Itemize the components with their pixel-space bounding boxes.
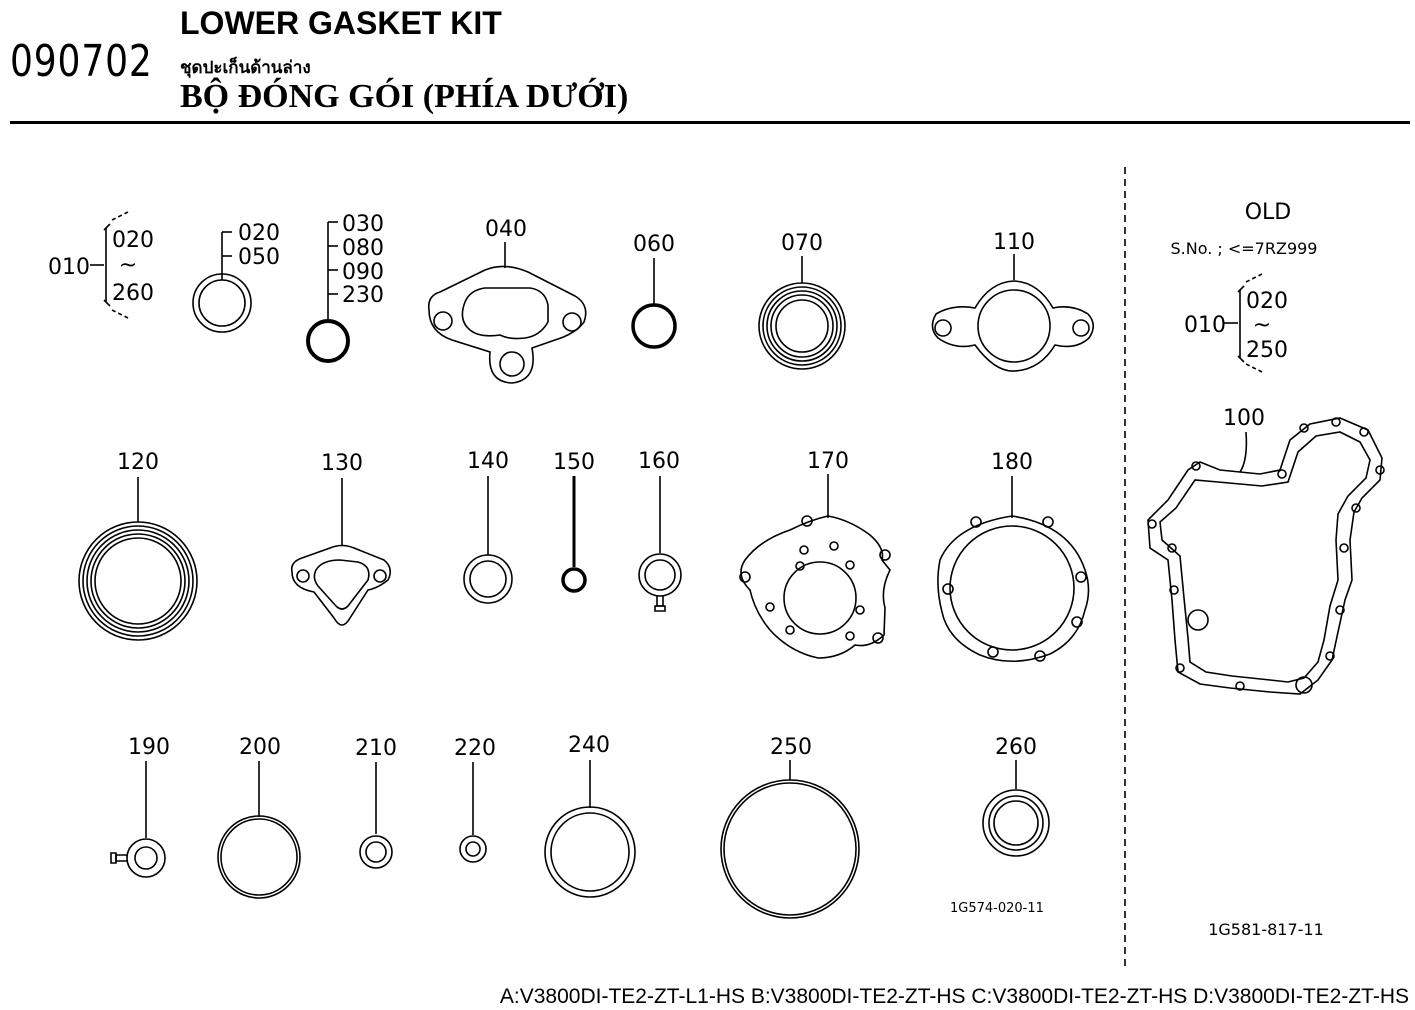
label-200: 200 — [239, 735, 281, 760]
part-210-ring — [359, 762, 393, 869]
drawing-code-main: 1G574-020-11 — [950, 901, 1044, 916]
label-060: 060 — [633, 232, 675, 257]
title-english: LOWER GASKET KIT — [180, 5, 502, 41]
part-220-ring — [459, 762, 487, 863]
label-180: 180 — [991, 450, 1033, 475]
drawing-code-old: 1G581-817-11 — [1208, 920, 1324, 939]
label-110: 110 — [993, 230, 1035, 255]
label-140: 140 — [467, 449, 509, 474]
part-030-oring — [306, 221, 350, 363]
part-130-gasket — [290, 478, 392, 626]
label-250: 250 — [770, 735, 812, 760]
part-060-oring — [631, 258, 677, 349]
old-title: OLD — [1245, 200, 1292, 225]
part-100-oilpan-gasket — [1147, 417, 1385, 695]
part-250-ring — [720, 760, 860, 919]
old-label-010-to: 250 — [1246, 338, 1288, 363]
label-010-from: 020 — [112, 228, 154, 253]
old-label-010-from: 020 — [1246, 289, 1288, 314]
part-070-seal — [758, 256, 846, 370]
part-160-tabring — [638, 476, 682, 612]
part-150-oring — [561, 476, 587, 593]
title-vietnamese: BỘ ĐÓNG GÓI (PHÍA DƯỚI) — [180, 78, 629, 115]
part-170-gasket — [739, 474, 891, 659]
part-120-seal — [78, 477, 198, 641]
title-thai: ชุดปะเก็นด้านล่าง — [180, 58, 311, 78]
part-200-ring — [217, 761, 301, 899]
part-020-050-ring — [192, 231, 252, 333]
label-150: 150 — [553, 450, 595, 475]
old-label-100: 100 — [1223, 406, 1265, 431]
label-070: 070 — [781, 231, 823, 256]
part-040-gasket — [427, 242, 587, 384]
label-030: 030 — [342, 212, 384, 237]
label-190: 190 — [128, 735, 170, 760]
label-240: 240 — [568, 733, 610, 758]
label-020: 020 — [238, 221, 280, 246]
part-180-gasket — [937, 476, 1090, 663]
label-010-to: 260 — [112, 281, 154, 306]
label-090: 090 — [342, 260, 384, 285]
label-120: 120 — [117, 450, 159, 475]
old-label-010: 010 — [1184, 313, 1226, 338]
old-010-bracket — [1224, 273, 1263, 373]
label-130: 130 — [321, 451, 363, 476]
old-label-010-tilde: ~ — [1253, 313, 1271, 338]
label-080: 080 — [342, 236, 384, 261]
label-160: 160 — [638, 449, 680, 474]
label-050: 050 — [238, 245, 280, 270]
old-serial: S.No. ; <=7RZ999 — [1171, 239, 1318, 258]
label-220: 220 — [454, 736, 496, 761]
part-240-ring — [544, 760, 636, 898]
label-260: 260 — [995, 735, 1037, 760]
label-230: 230 — [342, 283, 384, 308]
model-list: A:V3800DI-TE2-ZT-L1-HS B:V3800DI-TE2-ZT-… — [499, 985, 1409, 1008]
label-040: 040 — [485, 217, 527, 242]
header-rule — [10, 121, 1410, 124]
label-210: 210 — [355, 736, 397, 761]
part-140-ring — [463, 476, 513, 604]
label-170: 170 — [807, 449, 849, 474]
label-010: 010 — [48, 255, 90, 280]
part-190-tabring — [110, 761, 166, 878]
section-code: 090702 — [10, 36, 153, 87]
part-010-bracket — [90, 211, 129, 319]
part-260-seal — [982, 760, 1050, 857]
label-010-tilde: ~ — [119, 253, 137, 278]
part-110-gasket — [931, 254, 1095, 372]
